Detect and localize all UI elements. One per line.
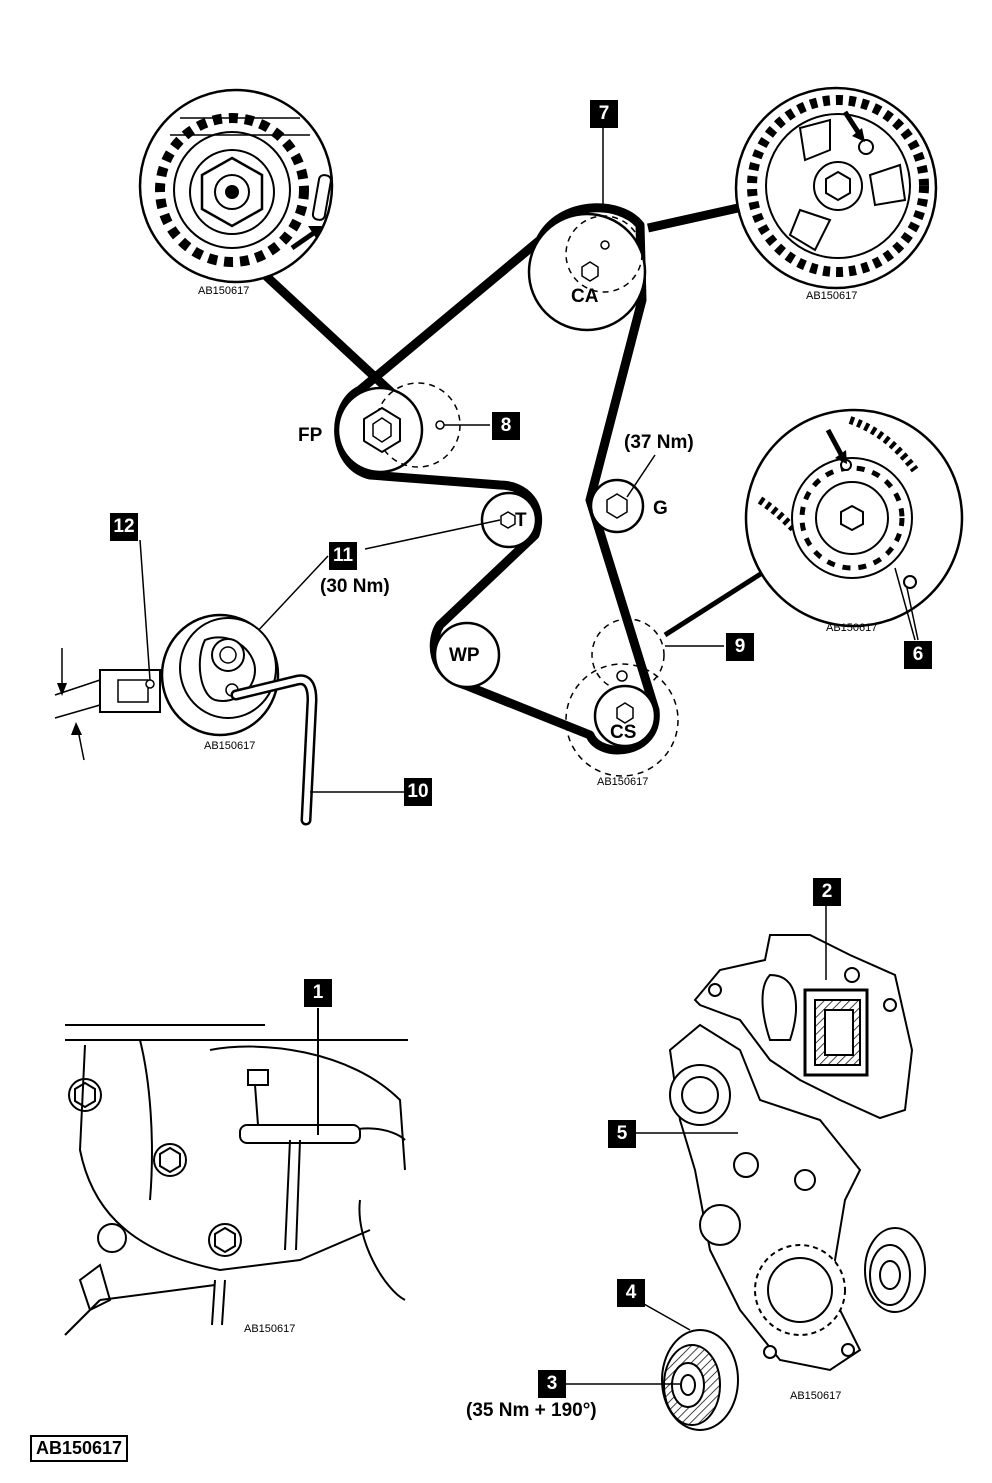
- label-wp: WP: [449, 645, 480, 666]
- tensioner-adjust-detail: [54, 539, 404, 826]
- callout-11: 11: [329, 542, 357, 570]
- fuel-pump-detail-view: [138, 88, 409, 409]
- callout-4: 4: [617, 1279, 645, 1307]
- callout-7: 7: [590, 100, 618, 128]
- timing-covers-detail: [661, 934, 926, 1431]
- crankshaft-sprocket: [565, 618, 679, 777]
- callout-10: 10: [404, 778, 432, 806]
- tensioner-pulley: [480, 491, 538, 549]
- ref-camshaft: AB150617: [806, 290, 858, 302]
- callout-5: 5: [608, 1120, 636, 1148]
- camshaft-detail-view: [647, 86, 938, 290]
- callout-8: 8: [492, 412, 520, 440]
- label-cs: CS: [610, 722, 637, 743]
- crankshaft-detail-view: [663, 408, 964, 641]
- label-t: T: [515, 510, 527, 531]
- ref-covers: AB150617: [790, 1390, 842, 1402]
- leader-lines: [364, 128, 919, 647]
- ref-belt: AB150617: [597, 776, 649, 788]
- callout-1: 1: [304, 979, 332, 1007]
- ref-fuel-pump: AB150617: [198, 285, 250, 297]
- label-ca: CA: [571, 286, 599, 307]
- fuel-pump-pulley: [336, 382, 461, 474]
- bottom-leader-lines: [565, 905, 827, 1385]
- label-g: G: [653, 498, 668, 519]
- callout-12: 12: [110, 513, 138, 541]
- label-fp: FP: [298, 425, 323, 446]
- torque-g: (37 Nm): [624, 432, 694, 453]
- water-pump-pulley: [433, 621, 501, 689]
- ref-tensioner: AB150617: [204, 740, 256, 752]
- callout-9: 9: [726, 633, 754, 661]
- ref-crankshaft: AB150617: [826, 622, 878, 634]
- callout-6: 6: [904, 641, 932, 669]
- torque-cs: (35 Nm + 190°): [466, 1400, 597, 1421]
- camshaft-pulley: [527, 212, 647, 332]
- ref-locking: AB150617: [244, 1323, 296, 1335]
- crankshaft-locking-detail: [64, 1008, 408, 1336]
- guide-pulley: [589, 478, 645, 534]
- callout-3: 3: [538, 1370, 566, 1398]
- callout-2: 2: [813, 878, 841, 906]
- torque-t: (30 Nm): [320, 576, 390, 597]
- figure-reference: AB150617: [30, 1435, 129, 1462]
